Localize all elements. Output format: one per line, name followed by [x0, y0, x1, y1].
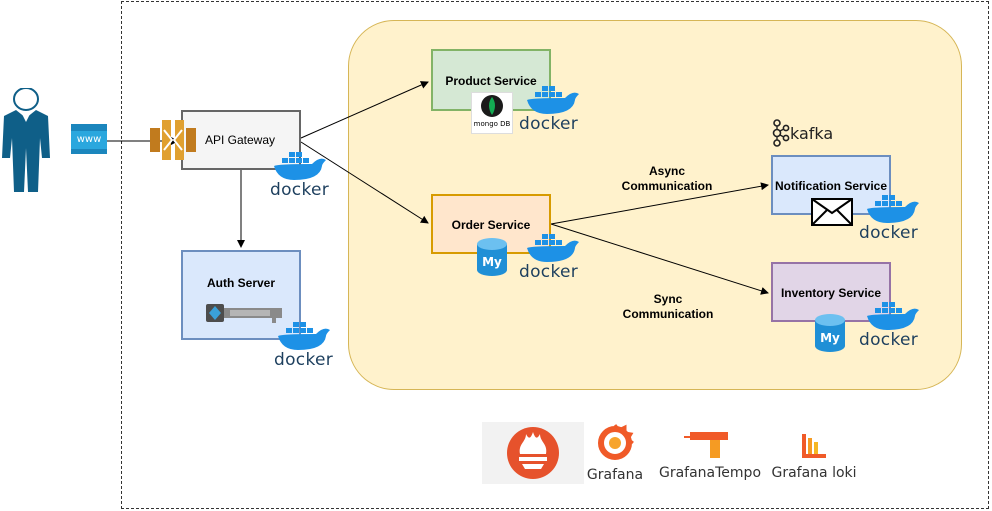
prometheus-icon [507, 427, 559, 479]
mongodb-label: mongo DB [473, 120, 511, 128]
kafka-icon [772, 119, 790, 147]
docker-whale-icon [278, 322, 330, 350]
docker-logo: docker [270, 150, 332, 200]
async-label-line2: Communication [621, 179, 713, 193]
grafana-loki-logo: Grafana loki [768, 428, 860, 484]
notification-service-label: Notification Service [774, 179, 888, 193]
inventory-service-label: Inventory Service [780, 286, 882, 300]
www-label: www [71, 131, 107, 149]
kafka-logo: kafka [770, 119, 833, 147]
docker-label: docker [519, 262, 579, 282]
docker-whale-icon [527, 86, 579, 114]
docker-logo: docker [519, 232, 585, 282]
docker-whale-icon [527, 234, 579, 262]
api-gateway-node[interactable]: API Gateway [181, 110, 301, 170]
user-icon [2, 88, 50, 192]
grafana-tempo-logo: GrafanaTempo [654, 428, 766, 484]
keycloak-key-icon [206, 304, 282, 323]
edge-order-notification [550, 182, 769, 225]
mysql-icon: My [477, 238, 507, 281]
edge-gateway-order [300, 141, 429, 224]
docker-label: docker [274, 350, 334, 370]
edge-gateway-product [300, 81, 429, 139]
grafana-label: Grafana [586, 467, 644, 483]
grafana-loki-icon [802, 434, 826, 458]
docker-logo: docker [859, 300, 925, 350]
docker-label: docker [859, 330, 919, 350]
grafana-logo: Grafana [584, 422, 646, 484]
docker-logo: docker [519, 84, 585, 134]
sync-communication-label: Sync Communication [615, 292, 721, 322]
async-label-line1: Async [648, 164, 686, 178]
api-gateway-icon [150, 120, 196, 160]
docker-whale-icon [274, 152, 326, 180]
prometheus-logo [482, 422, 584, 484]
grafana-tempo-icon [684, 432, 728, 458]
docker-whale-icon [867, 302, 919, 330]
mysql-label: My [820, 331, 840, 345]
docker-logo: docker [274, 320, 336, 370]
sync-label-line2: Communication [622, 307, 714, 321]
mongodb-icon: mongo DB [471, 92, 513, 134]
kafka-label: kafka [790, 123, 834, 143]
grafana-icon [598, 424, 634, 460]
grafana-tempo-label: GrafanaTempo [658, 465, 762, 481]
www-browser-icon: www [71, 124, 107, 156]
auth-server-label: Auth Server [206, 276, 276, 290]
grafana-loki-label: Grafana loki [771, 465, 857, 481]
mysql-icon: My [815, 314, 845, 357]
product-service-label: Product Service [445, 74, 537, 88]
edge-order-inventory [550, 223, 769, 295]
docker-logo: docker [859, 193, 925, 243]
notification-service-node[interactable]: Notification Service [771, 155, 891, 215]
docker-label: docker [519, 114, 579, 134]
auth-server-node[interactable]: Auth Server [181, 250, 301, 340]
api-gateway-label: API Gateway [204, 133, 276, 147]
sync-label-line1: Sync [653, 292, 683, 306]
docker-label: docker [270, 180, 330, 200]
async-communication-label: Async Communication [614, 164, 720, 194]
mail-icon [811, 198, 853, 226]
order-service-label: Order Service [451, 218, 531, 232]
system-boundary [121, 1, 989, 509]
mysql-label: My [482, 255, 502, 269]
docker-whale-icon [867, 195, 919, 223]
docker-label: docker [859, 223, 919, 243]
